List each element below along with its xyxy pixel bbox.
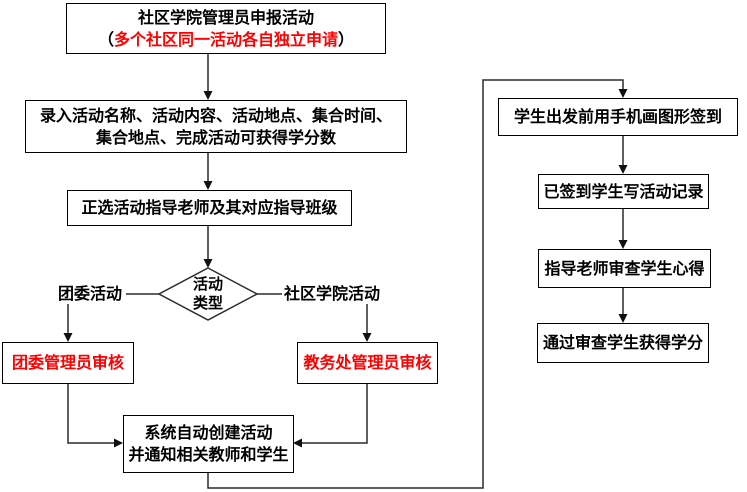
- node-system-create: 系统自动创建活动 并通知相关教师和学生: [123, 415, 294, 473]
- node-enter-details-line2: 集合地点、完成活动可获得学分数: [95, 127, 336, 147]
- node-enter-details-line1: 录入活动名称、活动内容、活动地点、集合时间、: [39, 105, 392, 125]
- node-gain-credit: 通过审查学生获得学分: [537, 323, 709, 363]
- decision-activity-type: 活动 类型: [180, 268, 236, 320]
- node-enter-details: 录入活动名称、活动内容、活动地点、集合时间、 集合地点、完成活动可获得学分数: [25, 100, 407, 153]
- branch-label-community: 社区学院活动: [283, 284, 380, 303]
- node-system-create-line1: 系统自动创建活动: [144, 423, 273, 442]
- node-sign-in: 学生出发前用手机画图形签到: [498, 98, 738, 136]
- note-close-paren: ）: [338, 29, 355, 49]
- node-apply-activity-note: （多个社区同一活动各自独立申请）: [98, 29, 354, 51]
- note-open-paren: （: [97, 29, 114, 49]
- node-apply-activity: 社区学院管理员申报活动 （多个社区同一活动各自独立申请）: [66, 3, 386, 54]
- decision-line2: 类型: [192, 294, 223, 312]
- note-red-text: 多个社区同一活动各自独立申请: [113, 29, 338, 49]
- node-academic-admin-review: 教务处管理员审核: [297, 342, 438, 384]
- decision-line1: 活动: [192, 275, 223, 293]
- node-select-teacher: 正选活动指导老师及其对应指导班级: [67, 190, 352, 226]
- node-write-record: 已签到学生写活动记录: [538, 174, 709, 209]
- branch-label-league: 团委活动: [57, 284, 122, 303]
- node-apply-activity-line1: 社区学院管理员申报活动: [137, 7, 314, 27]
- node-teacher-review: 指导老师审查学生心得: [538, 249, 711, 288]
- node-league-admin-review: 团委管理员审核: [2, 342, 134, 384]
- node-system-create-line2: 并通知相关教师和学生: [128, 445, 289, 464]
- decision-diamond-shape: [157, 267, 259, 321]
